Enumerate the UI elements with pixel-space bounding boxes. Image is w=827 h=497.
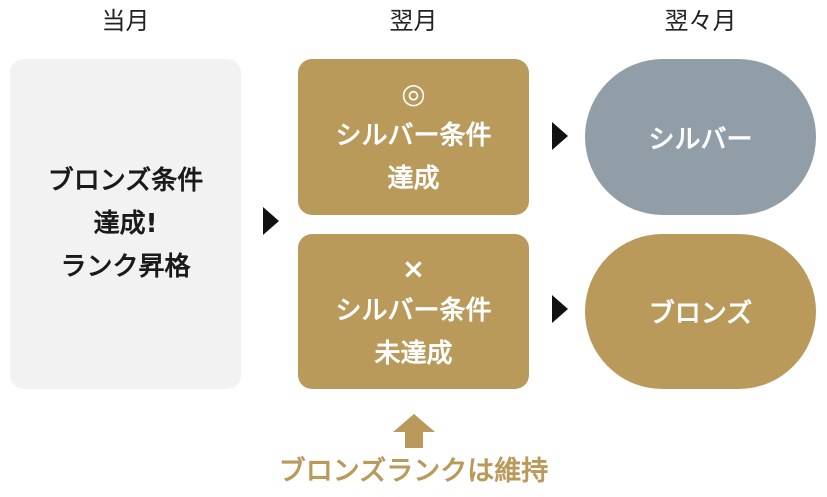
arrow-achieved-to-silver: [552, 122, 568, 150]
bronze-rank-pill: ブロンズ: [585, 234, 816, 389]
column-header-after-next: 翌々月: [664, 7, 737, 35]
up-arrow-icon: [393, 414, 435, 448]
current-line-2: 達成!: [93, 208, 158, 239]
not-achieved-line-2: 未達成: [374, 338, 453, 369]
bronze-maintained-note: ブロンズランクは維持: [278, 456, 549, 487]
current-month-box: ブロンズ条件 達成! ランク昇格: [10, 59, 241, 389]
silver-not-achieved-box: × シルバー条件 未達成: [298, 234, 529, 389]
bronze-rank-label: ブロンズ: [648, 299, 753, 329]
not-achieved-line-1: シルバー条件: [335, 295, 492, 326]
silver-rank-label: シルバー: [648, 124, 753, 155]
column-header-current: 当月: [101, 7, 150, 35]
arrow-not-achieved-to-bronze: [552, 295, 568, 323]
double-circle-icon: ◎: [401, 77, 426, 110]
silver-rank-pill: シルバー: [585, 59, 816, 215]
arrow-current-to-next: [263, 207, 279, 235]
achieved-line-2: 達成: [387, 164, 440, 194]
current-line-1: ブロンズ条件: [47, 165, 204, 196]
achieved-line-1: シルバー条件: [335, 121, 492, 151]
silver-achieved-box: ◎ シルバー条件 達成: [298, 59, 529, 215]
current-line-3: ランク昇格: [60, 251, 191, 282]
cross-icon: ×: [401, 251, 426, 285]
column-header-next: 翌月: [389, 7, 438, 35]
